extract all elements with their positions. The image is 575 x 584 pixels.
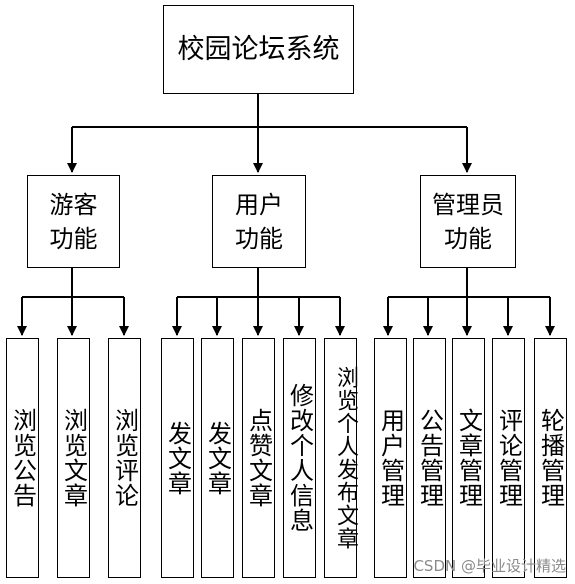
admin-leaf-node: 轮播管理 [534,338,567,578]
guest-leaf-node: 浏览文章 [57,338,90,578]
admin-leaf-label: 用户管理 [376,408,405,508]
user-leaf-label: 浏览个人发布文章 [333,366,358,550]
user-leaf-label: 发文章 [163,420,192,496]
user-leaf-label: 修改个人信息 [285,383,314,533]
root-label: 校园论坛系统 [177,33,340,65]
user-leaf-node: 点赞文章 [242,338,275,578]
guest-leaf-label: 浏览评论 [110,408,139,508]
admin-leaf-label: 公告管理 [415,408,444,508]
admin-leaf-label: 评论管理 [494,408,523,508]
admin-leaf-node: 公告管理 [413,338,446,578]
user-leaf-label: 发文章 [203,420,232,496]
watermark-text: CSDN @毕业设计精选 [413,557,566,575]
user-function-node: 用户 功能 [212,175,306,268]
admin-leaf-label: 轮播管理 [536,408,565,508]
user-label-line2: 功能 [235,224,283,253]
guest-label-line1: 游客 [49,190,98,219]
guest-leaf-node: 浏览评论 [108,338,141,578]
user-leaf-label: 点赞文章 [244,408,273,508]
guest-leaf-node: 浏览公告 [6,338,39,578]
admin-leaf-node: 文章管理 [452,338,485,578]
admin-label-line2: 功能 [444,224,492,253]
guest-label-line2: 功能 [49,224,98,253]
admin-function-node: 管理员 功能 [420,175,516,268]
root-node: 校园论坛系统 [163,5,354,94]
admin-leaf-label: 文章管理 [454,408,483,508]
admin-label-line1: 管理员 [432,190,504,219]
user-leaf-node: 发文章 [161,338,194,578]
guest-leaf-label: 浏览公告 [8,408,37,508]
user-leaf-node: 修改个人信息 [283,338,316,578]
user-label-line1: 用户 [235,190,283,219]
guest-leaf-label: 浏览文章 [59,408,88,508]
user-leaf-node: 浏览个人发布文章 [324,338,358,578]
user-leaf-node: 发文章 [201,338,234,578]
guest-function-node: 游客 功能 [27,175,120,268]
admin-leaf-node: 评论管理 [492,338,525,578]
admin-leaf-node: 用户管理 [374,338,407,578]
